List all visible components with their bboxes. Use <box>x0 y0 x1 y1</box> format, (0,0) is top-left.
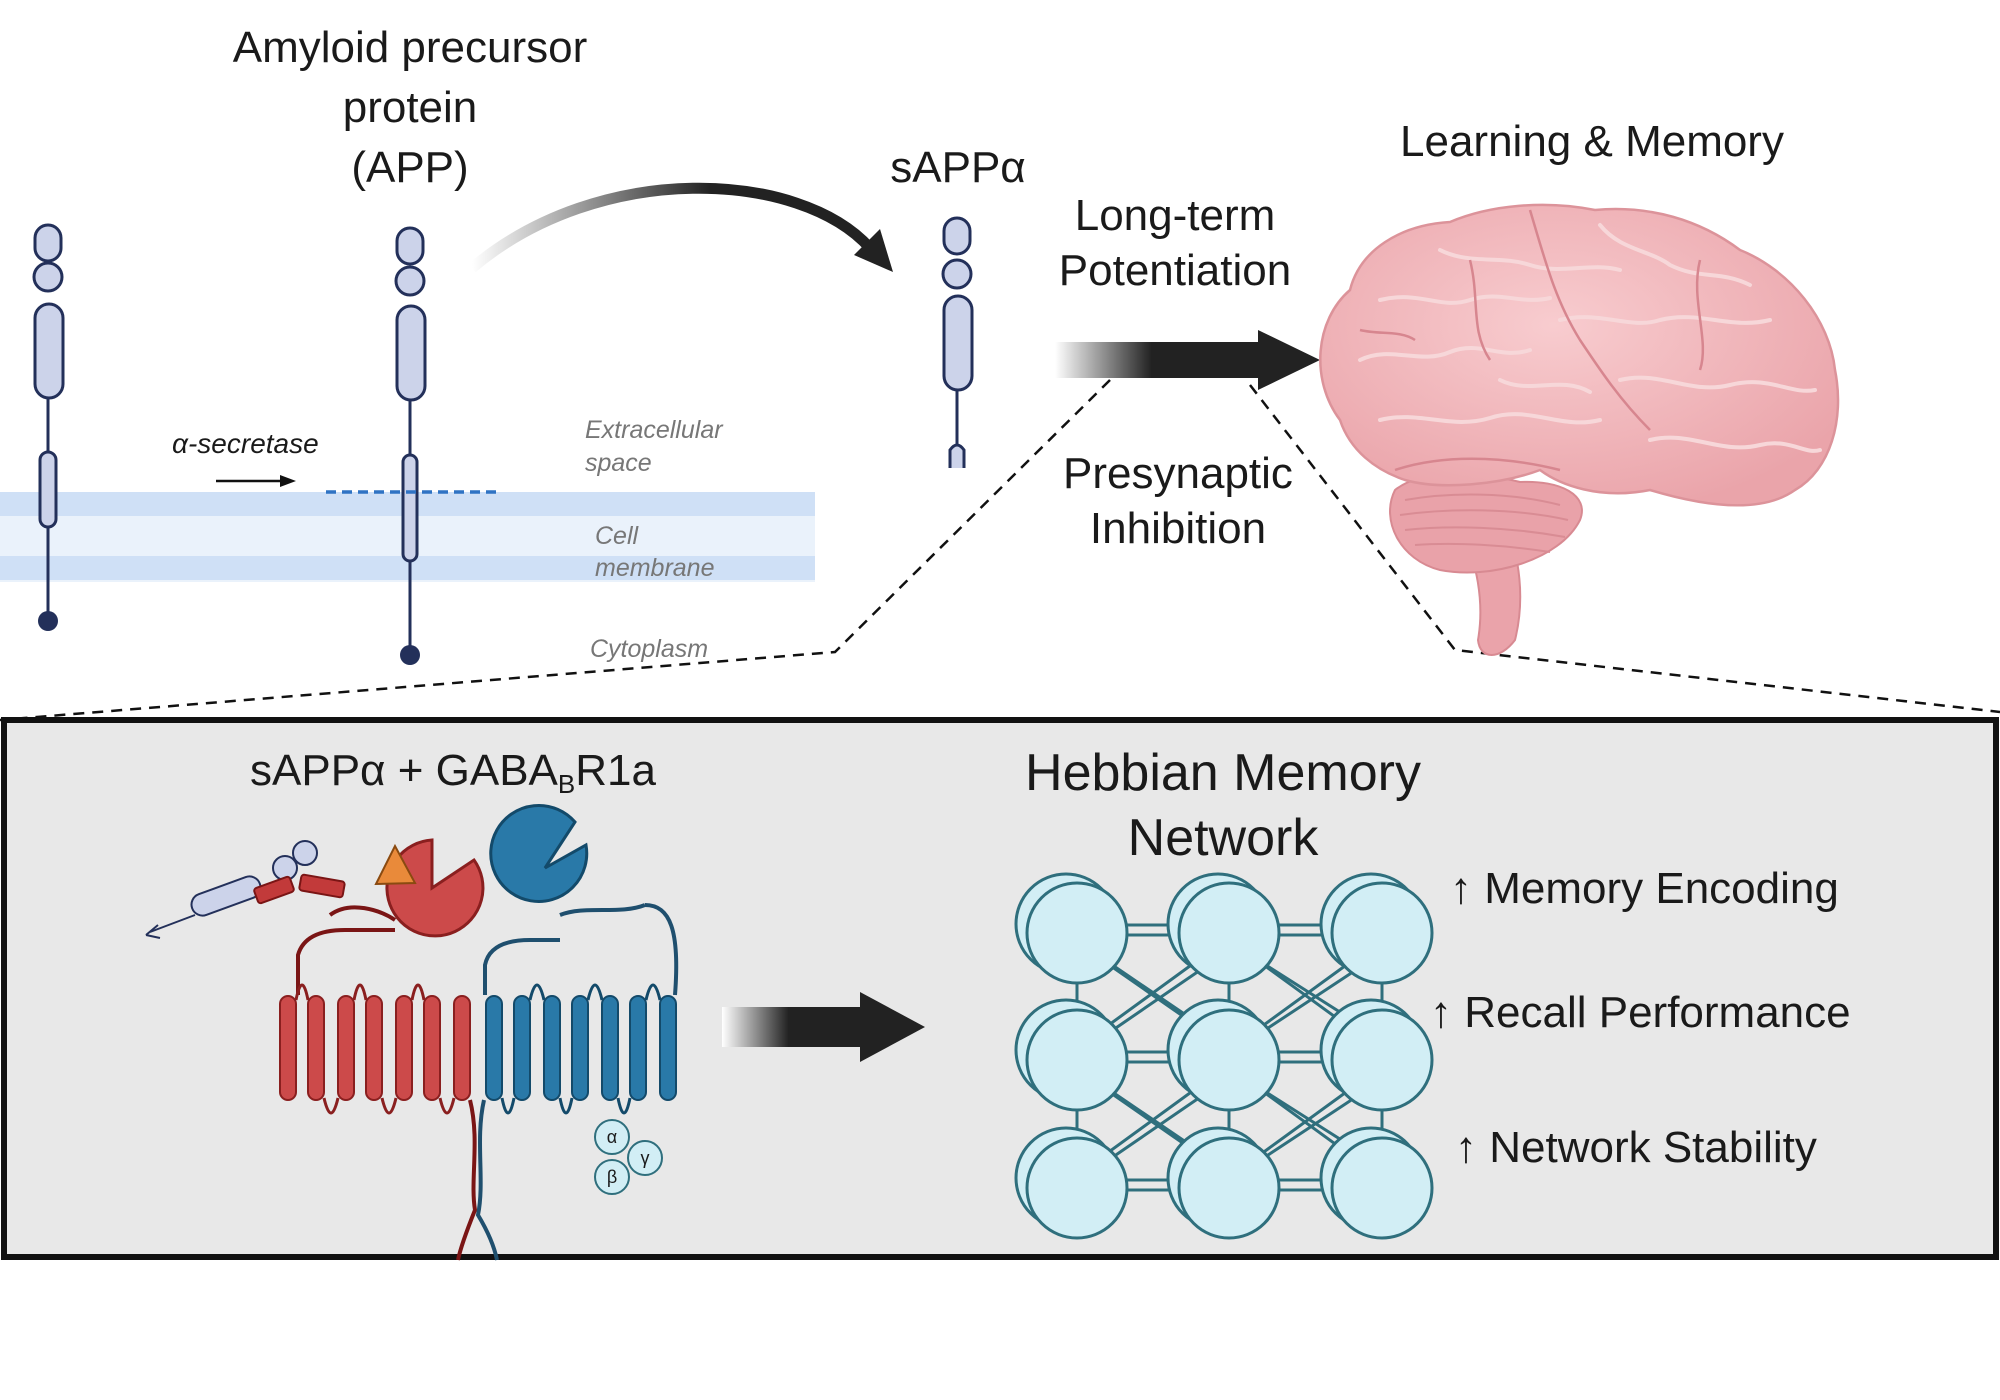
presyn-label-line1: Presynaptic <box>1063 449 1293 498</box>
hebbian-title-line1: Hebbian Memory <box>1025 744 1421 802</box>
app-title-line1: Amyloid precursor <box>233 23 588 72</box>
sappa-label: sAPPα <box>890 143 1025 192</box>
ltp-label-line1: Long-term <box>1075 191 1276 240</box>
hebbian-title-line2: Network <box>1128 809 1320 867</box>
arrow-icon <box>722 992 925 1062</box>
zoom-lines <box>0 379 2000 722</box>
cytoplasm-label: Cytoplasm <box>590 635 708 663</box>
brain-icon <box>1319 203 1840 656</box>
outcome-memory-encoding: ↑ Memory Encoding <box>1450 864 1839 913</box>
app-title-line3: (APP) <box>351 143 468 192</box>
presyn-label-line2: Inhibition <box>1090 504 1266 553</box>
gabab-receptor-icon <box>145 803 679 1261</box>
detail-panel <box>1 717 1999 1260</box>
outcome-recall-performance: ↑ Recall Performance <box>1430 988 1851 1037</box>
neural-network-icon <box>1014 872 1434 1240</box>
complex-title: sAPPα + GABABR1a <box>250 746 656 799</box>
app-protein-icon <box>394 226 427 665</box>
g-beta-label: β <box>607 1167 617 1187</box>
outcome-network-stability: ↑ Network Stability <box>1455 1123 1817 1172</box>
ltp-label-line2: Potentiation <box>1059 246 1291 295</box>
g-alpha-label: α <box>607 1127 617 1147</box>
app-protein-icon <box>32 223 65 631</box>
secretase-label: α-secretase <box>172 428 319 459</box>
secretase-arrow-icon <box>216 475 296 487</box>
curved-arrow-icon <box>468 182 893 273</box>
extracellular-label: Extracellular <box>585 416 724 444</box>
sappa-fragment-icon <box>941 216 974 468</box>
g-gamma-label: γ <box>641 1148 650 1168</box>
app-title-line2: protein <box>343 83 478 132</box>
membrane-label: Cell <box>595 522 640 550</box>
arrow-icon <box>1055 330 1320 390</box>
membrane-label-2: membrane <box>595 554 715 582</box>
g-protein-icon: α β γ <box>594 1119 663 1195</box>
extracellular-label-2: space <box>585 449 652 477</box>
learning-memory-label: Learning & Memory <box>1400 117 1784 166</box>
